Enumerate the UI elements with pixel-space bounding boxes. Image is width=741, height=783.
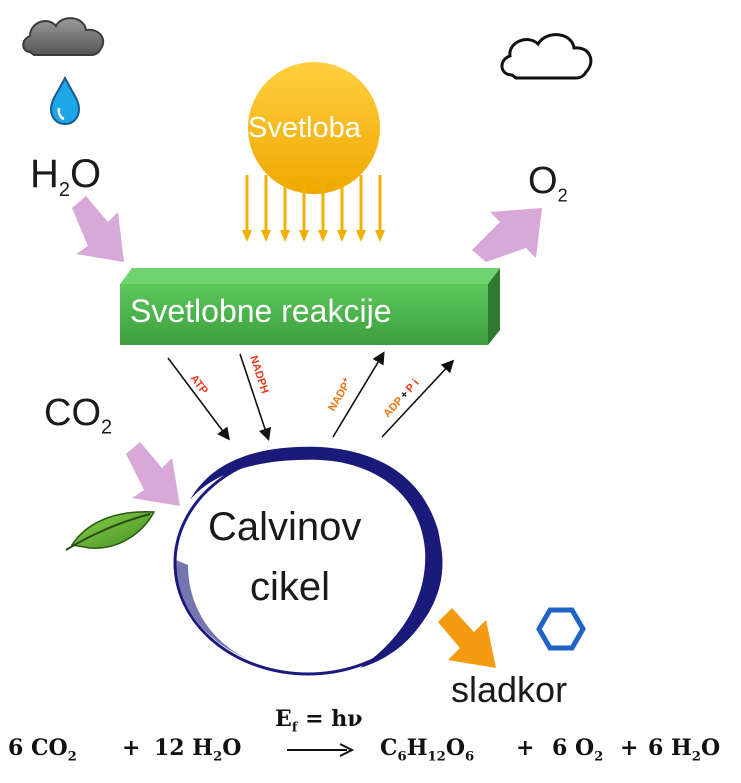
sun-icon — [242, 62, 385, 242]
co2-input-arrow — [126, 442, 180, 506]
sugar-label: sladkor — [451, 669, 568, 710]
equation-reactant-water: 12 H2O — [154, 735, 242, 765]
adp-pi-label: ADP+P i — [381, 377, 421, 420]
calvin-cycle-label-2: cikel — [250, 565, 331, 609]
adp-arrow — [381, 359, 455, 438]
sugar-output-arrow — [438, 608, 496, 668]
nadph-arrow — [239, 353, 272, 442]
atp-label: ATP — [188, 373, 210, 397]
equation-plus-1: + — [122, 735, 141, 761]
equation-product-glucose: C6H12O6 — [380, 735, 475, 765]
rain-cloud-icon — [22, 17, 105, 56]
equation-product-oxygen: 6 O2 — [552, 735, 604, 765]
equation-reactant-co2: 6 CO2 — [8, 735, 77, 765]
cloud-outline-icon — [500, 33, 593, 80]
water-label: H2O — [30, 152, 102, 201]
water-input-arrow — [72, 196, 124, 262]
equation-product-water: 6 H2O — [648, 735, 721, 765]
calvin-cycle-ring — [173, 446, 443, 676]
equation-plus-3: + — [620, 735, 639, 761]
nadp-arrow — [332, 351, 385, 438]
hexagon-icon — [536, 607, 586, 651]
water-drop-icon — [49, 75, 81, 126]
light-reactions-box — [120, 268, 500, 345]
sun-label: Svetloba — [248, 112, 361, 144]
reaction-arrow — [287, 743, 355, 757]
calvin-cycle-label-1: Calvinov — [208, 505, 362, 549]
oxygen-label: O2 — [528, 160, 568, 206]
equation-plus-2: + — [516, 735, 535, 761]
light-reactions-label: Svetlobne reakcije — [130, 293, 392, 329]
oxygen-output-arrow — [472, 208, 542, 262]
nadph-label: NADPH — [247, 354, 271, 395]
co2-label: CO2 — [44, 392, 113, 439]
leaf-icon — [65, 511, 156, 551]
energy-label: Ef = hν — [275, 706, 363, 736]
atp-arrow — [167, 357, 230, 441]
